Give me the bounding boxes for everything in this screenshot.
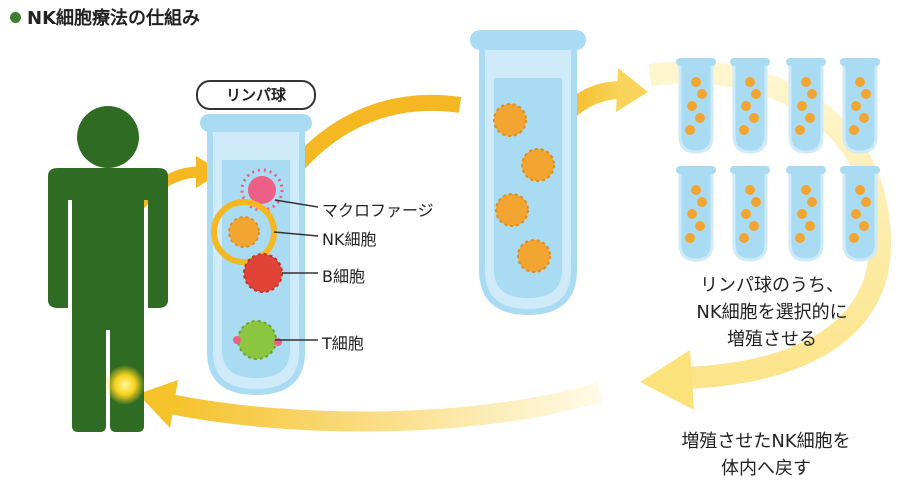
label-connectors: [273, 199, 319, 341]
small-culture-tube: [676, 58, 716, 154]
diagram-title: NK細胞療法の仕組み: [10, 4, 200, 30]
caption-return-line-2: 体内へ戻す: [721, 458, 811, 479]
human-body-figure: [48, 106, 168, 432]
small-nk-cell: [745, 77, 755, 87]
b-cell: [243, 253, 283, 293]
lymphocyte-label: リンパ球: [196, 80, 316, 110]
small-nk-cell: [859, 113, 869, 123]
nk-injection-glow: [105, 365, 145, 405]
small-nk-cell: [687, 101, 697, 111]
expansion-tube-grid: [676, 58, 880, 262]
small-nk-cell: [795, 233, 805, 243]
diagram-title-text: NK細胞療法の仕組み: [27, 8, 201, 29]
small-nk-cell: [797, 209, 807, 219]
small-culture-tube: [840, 58, 880, 154]
small-culture-tube: [840, 166, 880, 262]
small-culture-tube: [730, 58, 770, 154]
small-culture-tube: [786, 166, 826, 262]
small-nk-cell: [851, 101, 861, 111]
nk-cell-label: NK細胞: [322, 230, 377, 249]
small-nk-cell: [691, 77, 701, 87]
small-nk-cell: [741, 209, 751, 219]
small-nk-cell: [749, 221, 759, 231]
small-culture-tube: [676, 166, 716, 262]
small-nk-cell: [745, 185, 755, 195]
small-nk-cell: [801, 77, 811, 87]
small-nk-cell: [861, 89, 871, 99]
small-nk-cell: [795, 125, 805, 135]
small-nk-cell: [695, 113, 705, 123]
small-nk-cell: [851, 209, 861, 219]
nk-cell: [228, 216, 260, 248]
small-nk-cell: [801, 185, 811, 195]
small-nk-cell: [685, 125, 695, 135]
t-cell-label: T細胞: [322, 334, 364, 353]
b-cell-label: B細胞: [322, 267, 365, 286]
small-nk-cell: [739, 233, 749, 243]
caption-select-line-3: 増殖させる: [727, 329, 817, 350]
caption-return: 増殖させたNK細胞を 体内へ戻す: [636, 428, 896, 482]
culture-nk-cells: [493, 103, 555, 273]
small-nk-cell: [695, 221, 705, 231]
small-nk-cell: [805, 113, 815, 123]
small-culture-tube: [786, 58, 826, 154]
small-nk-cell: [855, 185, 865, 195]
small-nk-cell: [859, 221, 869, 231]
small-nk-cell: [685, 233, 695, 243]
small-nk-cell: [751, 89, 761, 99]
caption-return-line-1: 増殖させたNK細胞を: [681, 431, 851, 452]
caption-select-line-2: NK細胞を選択的に: [696, 302, 848, 323]
small-nk-cell: [797, 101, 807, 111]
small-nk-cell: [849, 233, 859, 243]
bullet-dot-icon: [10, 11, 21, 23]
small-nk-cell: [861, 197, 871, 207]
small-nk-cell: [691, 185, 701, 195]
caption-select-expand: リンパ球のうち、 NK細胞を選択的に 増殖させる: [672, 272, 872, 353]
small-nk-cell: [697, 89, 707, 99]
small-nk-cell: [749, 113, 759, 123]
arrow-return-to-body: [138, 380, 603, 432]
caption-select-line-1: リンパ球のうち、: [700, 275, 844, 296]
small-nk-cell: [807, 89, 817, 99]
small-nk-cell: [807, 197, 817, 207]
small-nk-cell: [741, 101, 751, 111]
small-culture-tube: [730, 166, 770, 262]
small-nk-cell: [739, 125, 749, 135]
small-nk-cell: [687, 209, 697, 219]
small-nk-cell: [805, 221, 815, 231]
small-nk-cell: [855, 77, 865, 87]
small-nk-cell: [849, 125, 859, 135]
small-nk-cell: [751, 197, 761, 207]
small-nk-cell: [697, 197, 707, 207]
macrophage-label: マクロファージ: [322, 201, 434, 220]
